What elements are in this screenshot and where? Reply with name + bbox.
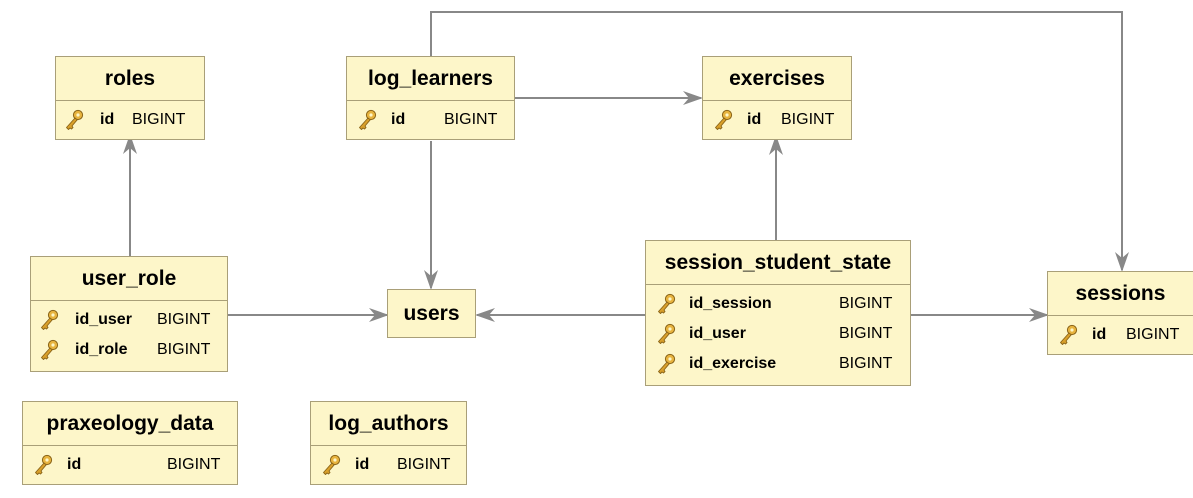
column-name: id	[100, 111, 115, 128]
table-title: exercises	[703, 57, 851, 101]
table-title: roles	[56, 57, 204, 101]
table-title: log_authors	[311, 402, 466, 446]
key-icon	[321, 454, 341, 476]
key-icon	[656, 293, 676, 315]
table-title: log_learners	[347, 57, 514, 101]
edge-log_learners-sessions	[430, 11, 1129, 272]
table-log_learners[interactable]: log_learners id BIGINT	[346, 56, 515, 140]
column-type: BIGINT	[839, 355, 893, 372]
table-row[interactable]: id_exercise BIGINT	[646, 349, 910, 379]
table-title: session_student_state	[646, 241, 910, 285]
key-icon	[656, 323, 676, 345]
column-name: id	[747, 111, 762, 128]
key-icon	[39, 309, 59, 331]
table-row[interactable]: id BIGINT	[311, 450, 466, 480]
table-row[interactable]: id_user BIGINT	[31, 305, 227, 335]
column-type: BIGINT	[157, 341, 211, 358]
column-type: BIGINT	[839, 295, 893, 312]
column-name: id	[355, 456, 370, 473]
table-praxeology_data[interactable]: praxeology_data id BIGINT	[22, 401, 238, 485]
table-sessions[interactable]: sessions id BIGINT	[1047, 271, 1193, 355]
column-type: BIGINT	[444, 111, 498, 128]
table-row[interactable]: id BIGINT	[703, 105, 851, 135]
table-row[interactable]: id_role BIGINT	[31, 335, 227, 365]
column-name: id_session	[689, 295, 772, 312]
column-type: BIGINT	[397, 456, 451, 473]
column-name: id	[1092, 326, 1107, 343]
key-icon	[357, 109, 377, 131]
key-icon	[64, 109, 84, 131]
table-row[interactable]: id_session BIGINT	[646, 289, 910, 319]
key-icon	[656, 353, 676, 375]
table-title: user_role	[31, 257, 227, 301]
column-type: BIGINT	[167, 456, 221, 473]
table-row[interactable]: id BIGINT	[1048, 320, 1193, 350]
table-title: sessions	[1048, 272, 1193, 316]
column-type: BIGINT	[781, 111, 835, 128]
key-icon	[39, 339, 59, 361]
column-name: id	[391, 111, 406, 128]
column-name: id_user	[689, 325, 746, 342]
column-name: id_role	[75, 341, 128, 358]
key-icon	[713, 109, 733, 131]
column-type: BIGINT	[1126, 326, 1180, 343]
table-title: praxeology_data	[23, 402, 237, 446]
column-type: BIGINT	[132, 111, 186, 128]
table-title: users	[403, 302, 460, 325]
table-session_student_state[interactable]: session_student_state id_session BIGINT …	[645, 240, 911, 386]
table-exercises[interactable]: exercises id BIGINT	[702, 56, 852, 140]
column-type: BIGINT	[839, 325, 893, 342]
table-row[interactable]: id BIGINT	[23, 450, 237, 480]
column-name: id_exercise	[689, 355, 777, 372]
table-user_role[interactable]: user_role id_user BIGINT id_role BIGINT	[30, 256, 228, 372]
column-name: id	[67, 456, 82, 473]
column-name: id_user	[75, 311, 132, 328]
table-row[interactable]: id BIGINT	[56, 105, 204, 135]
key-icon	[33, 454, 53, 476]
table-roles[interactable]: roles id BIGINT	[55, 56, 205, 140]
key-icon	[1058, 324, 1078, 346]
table-users[interactable]: users	[387, 289, 476, 338]
column-type: BIGINT	[157, 311, 211, 328]
table-row[interactable]: id_user BIGINT	[646, 319, 910, 349]
table-row[interactable]: id BIGINT	[347, 105, 514, 135]
table-log_authors[interactable]: log_authors id BIGINT	[310, 401, 467, 485]
